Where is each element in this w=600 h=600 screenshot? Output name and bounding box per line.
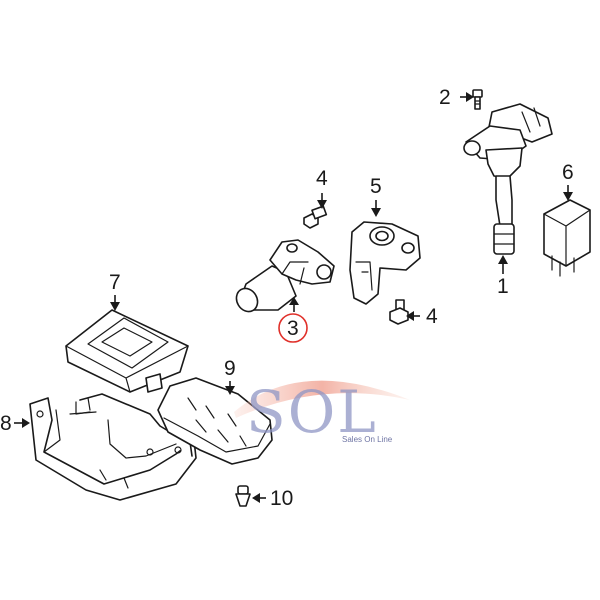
highlight-circle <box>278 313 308 343</box>
control-module <box>65 309 189 393</box>
cover <box>157 377 273 465</box>
callout-9: 9 <box>224 357 236 380</box>
cam-sensor <box>349 221 421 305</box>
callout-4-upper: 4 <box>316 167 328 190</box>
callout-2: 2 <box>439 86 451 109</box>
callout-6: 6 <box>562 161 574 184</box>
callout-3: 3 <box>287 317 299 340</box>
crank-sensor <box>235 239 335 313</box>
watermark-swoosh <box>234 380 410 418</box>
leader-arrows <box>14 92 573 503</box>
relay <box>543 199 591 277</box>
callout-7: 7 <box>109 271 121 294</box>
callout-8: 8 <box>0 412 12 435</box>
callout-10: 10 <box>270 487 294 510</box>
watermark-tagline: Sales On Line <box>342 435 393 444</box>
callout-5: 5 <box>370 175 382 198</box>
callout-1: 1 <box>497 275 509 298</box>
sol-watermark: SOL Sales On Line <box>234 378 410 446</box>
watermark-logo: SOL <box>246 378 378 446</box>
clip-10-shape <box>235 485 251 507</box>
bolt-4-lower-shape <box>389 299 409 325</box>
callout-4-lower: 4 <box>426 305 438 328</box>
bolt-4-upper-shape <box>303 205 328 229</box>
bolt-2-shape <box>472 89 483 110</box>
ignition-coil <box>463 103 553 255</box>
